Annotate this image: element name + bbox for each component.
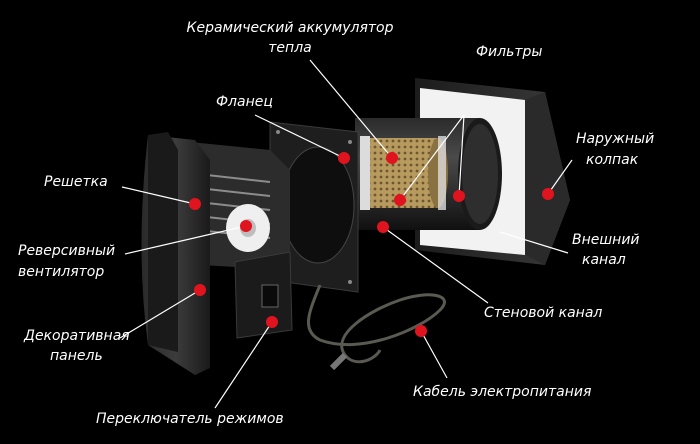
leader-grille xyxy=(121,186,196,205)
label-decor-panel-line1: Декоративная xyxy=(23,328,130,344)
markers xyxy=(189,152,554,337)
marker-ceramic xyxy=(386,152,398,164)
label-ceramic-line2: тепла xyxy=(268,40,311,56)
label-ceramic-line1: Керамический аккумулятор xyxy=(187,20,394,36)
leader-flange xyxy=(254,114,345,159)
label-grille: Решетка xyxy=(44,174,108,190)
leader-fan xyxy=(124,225,247,255)
leader-power-cable xyxy=(420,330,448,379)
flange-illustration xyxy=(269,121,359,293)
marker-power-cable xyxy=(415,325,427,337)
leader-outer-duct xyxy=(499,231,569,254)
marker-mode-switch xyxy=(266,316,278,328)
label-decor-panel-line2: панель xyxy=(50,348,103,364)
leader-outer-cap xyxy=(547,159,573,195)
label-outer-duct-line2: канал xyxy=(582,252,626,268)
label-flange: Фланец xyxy=(216,94,273,110)
power-cable-illustration xyxy=(306,284,446,371)
label-filters: Фильтры xyxy=(476,44,542,60)
label-outer-cap-line2: колпак xyxy=(586,152,639,168)
marker-fan xyxy=(240,220,252,232)
leader-wall-duct xyxy=(382,226,489,304)
leader-ceramic xyxy=(309,59,393,159)
marker-wall-duct xyxy=(377,221,389,233)
labels: Керамический аккумулятор тепла Фильтры Ф… xyxy=(18,20,654,427)
label-wall-duct: Стеновой канал xyxy=(484,305,602,321)
leader-filters-2 xyxy=(458,114,465,197)
decorative-panel-illustration xyxy=(141,132,210,375)
marker-filter-2 xyxy=(453,190,465,202)
label-outer-duct-line1: Внешний xyxy=(572,232,640,248)
marker-outer-cap xyxy=(542,188,554,200)
marker-decor-panel xyxy=(194,284,206,296)
label-reversible-fan-line1: Реверсивный xyxy=(18,243,115,259)
marker-filter-1 xyxy=(394,194,406,206)
marker-flange xyxy=(338,152,350,164)
leader-filters-1 xyxy=(399,114,465,201)
control-box-illustration xyxy=(234,251,293,339)
label-reversible-fan-line2: вентилятор xyxy=(18,264,104,280)
label-mode-switch: Переключатель режимов xyxy=(96,411,284,427)
label-power-cable: Кабель электропитания xyxy=(413,384,591,400)
leader-lines xyxy=(119,59,573,409)
leader-decor-panel xyxy=(119,289,201,339)
label-outer-cap-line1: Наружный xyxy=(576,131,654,147)
leader-mode-switch xyxy=(214,321,273,409)
marker-grille xyxy=(189,198,201,210)
